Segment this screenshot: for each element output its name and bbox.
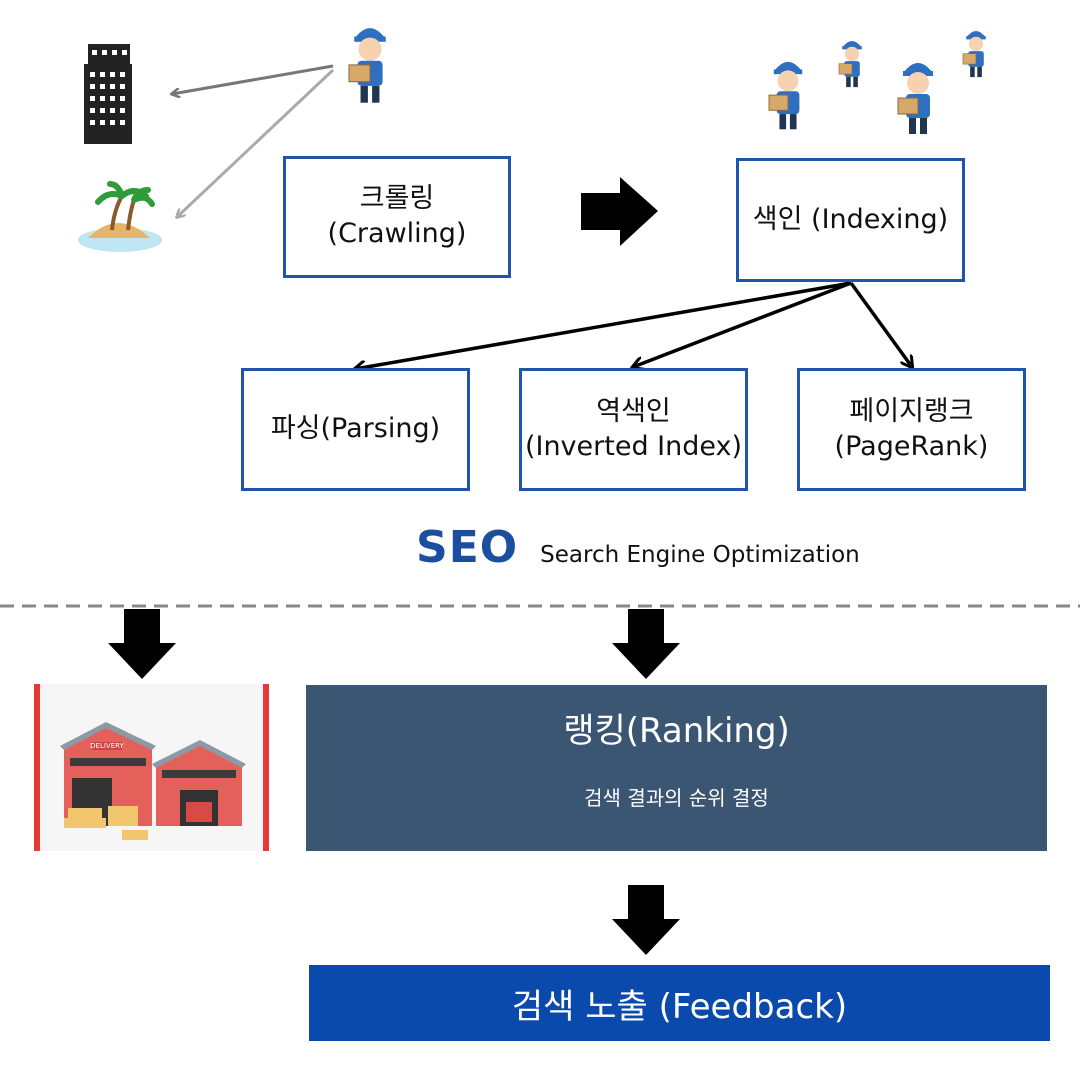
- warehouse-icon: DELIVERY: [34, 684, 269, 851]
- down-arrow-icon: [108, 609, 176, 679]
- parsing-label: 파싱(Parsing): [270, 413, 441, 445]
- indexing-box: 색인 (Indexing): [736, 158, 965, 282]
- crawling-box: 크롤링 (Crawling): [283, 156, 511, 278]
- indexing-label: 색인 (Indexing): [752, 203, 949, 235]
- pagerank-box: 페이지랭크 (PageRank): [797, 368, 1026, 491]
- ranking-box: 랭킹(Ranking) 검색 결과의 순위 결정: [306, 685, 1047, 851]
- crawling-label-en: (Crawling): [327, 218, 467, 249]
- inverted-index-label-ko: 역색인: [596, 395, 671, 427]
- inverted-index-label-en: (Inverted Index): [524, 430, 743, 462]
- crawling-label-ko: 크롤링: [359, 183, 435, 215]
- crawl-arrow-building: [172, 64, 334, 94]
- inverted-index-box: 역색인 (Inverted Index): [519, 368, 748, 491]
- feedback-label: 검색 노출 (Feedback): [511, 986, 848, 1027]
- warehouse-illustration: DELIVERY: [34, 684, 269, 851]
- pagerank-label-en: (PageRank): [834, 430, 989, 462]
- down-arrow-icon: [612, 609, 680, 679]
- parsing-box: 파싱(Parsing): [241, 368, 470, 491]
- seo-subtitle: Search Engine Optimization: [540, 542, 860, 568]
- ranking-subtitle: 검색 결과의 순위 결정: [584, 786, 769, 810]
- index-to-inverted-arrow: [633, 281, 852, 367]
- down-arrow-icon: [612, 885, 680, 955]
- pagerank-label-ko: 페이지랭크: [849, 395, 974, 427]
- ranking-title: 랭킹(Ranking): [563, 711, 790, 751]
- crawl-arrow-island: [177, 68, 335, 217]
- warehouse-sign-text: DELIVERY: [90, 742, 124, 750]
- feedback-box: 검색 노출 (Feedback): [309, 965, 1050, 1041]
- seo-heading: SEO Search Engine Optimization: [416, 522, 860, 573]
- index-to-pagerank-arrow: [849, 281, 912, 367]
- seo-title: SEO: [416, 522, 519, 573]
- right-arrow-icon: [581, 177, 658, 246]
- index-to-parsing-arrow: [355, 281, 852, 369]
